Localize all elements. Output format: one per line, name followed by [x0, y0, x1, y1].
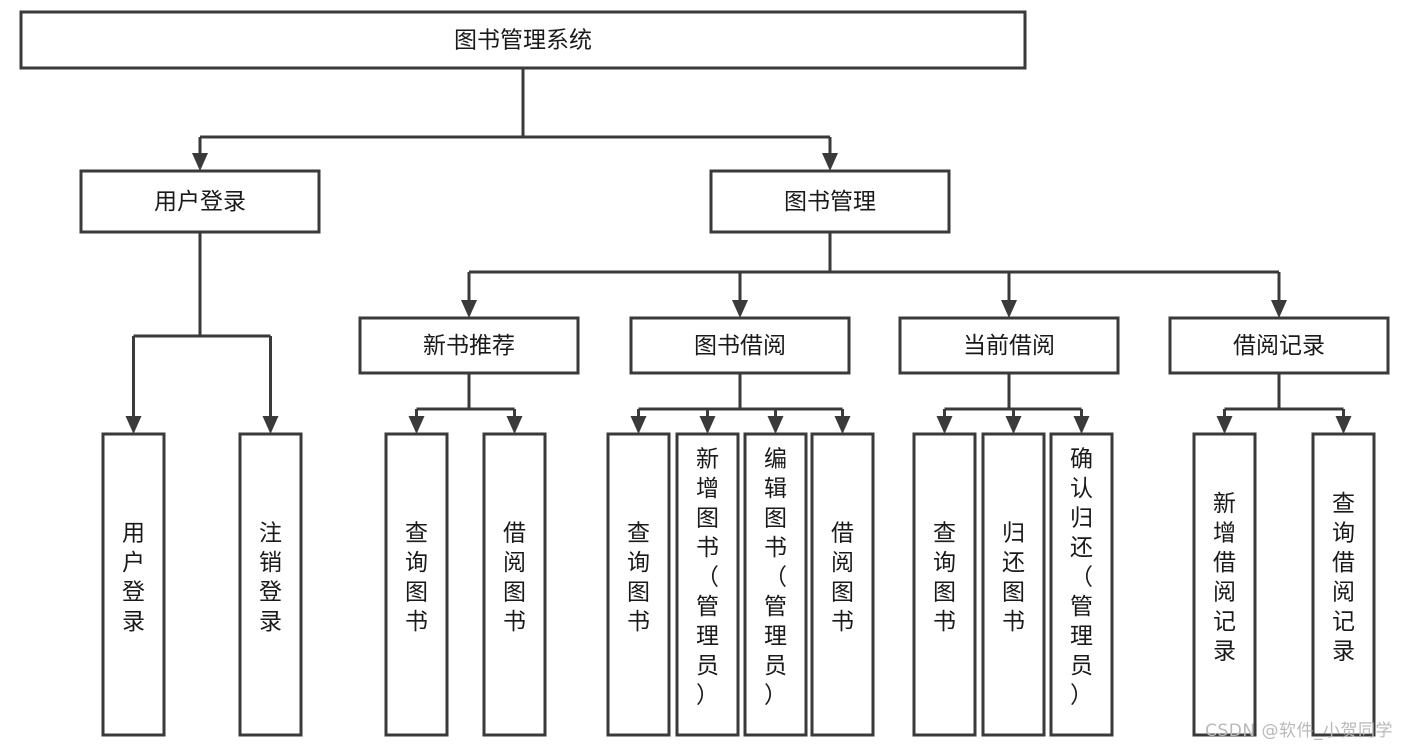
- arrow-head-icon: [1335, 416, 1352, 434]
- node-borrow-book-2[interactable]: 借阅图书: [810, 432, 875, 737]
- arrow-head-icon: [732, 300, 748, 318]
- arrow-head-icon: [1005, 416, 1022, 434]
- node-label-add-borrow-record: 新增借阅记录: [1213, 491, 1236, 665]
- node-box-query-book-3[interactable]: [912, 432, 977, 737]
- node-box-borrow-record[interactable]: [1168, 316, 1390, 375]
- node-user-login-do[interactable]: 用户登录: [101, 432, 166, 737]
- node-label-query-book-2: 查询图书: [627, 520, 650, 635]
- arrow-head-icon: [262, 416, 279, 434]
- node-box-user-login[interactable]: [79, 169, 321, 234]
- node-label-book-manage: 图书管理: [784, 189, 876, 215]
- node-query-book-1[interactable]: 查询图书: [384, 432, 449, 737]
- node-label-return-book: 归还图书: [1002, 520, 1025, 635]
- arrow-head-icon: [1073, 416, 1090, 434]
- node-add-book[interactable]: 新增图书（管理员）: [675, 432, 740, 737]
- arrow-head-icon: [461, 300, 477, 318]
- node-label-current-borrow: 当前借阅: [963, 333, 1055, 359]
- arrow-head-icon: [506, 416, 523, 434]
- arrow-head-icon: [630, 416, 647, 434]
- node-label-edit-book: 编辑图书（管理员）: [764, 447, 787, 709]
- connector-layer: [125, 68, 1352, 434]
- node-user-login[interactable]: 用户登录: [79, 169, 321, 234]
- node-book-borrow[interactable]: 图书借阅: [629, 316, 851, 375]
- node-borrow-book-1[interactable]: 借阅图书: [482, 432, 547, 737]
- arrow-head-icon: [125, 416, 142, 434]
- node-root[interactable]: 图书管理系统: [19, 10, 1027, 70]
- node-layer: 图书管理系统用户登录图书管理用户登录注销登录新书推荐图书借阅当前借阅借阅记录查询…: [19, 10, 1390, 737]
- node-borrow-record[interactable]: 借阅记录: [1168, 316, 1390, 375]
- node-box-book-manage[interactable]: [709, 169, 951, 234]
- node-query-book-3[interactable]: 查询图书: [912, 432, 977, 737]
- node-box-new-book-rec[interactable]: [358, 316, 580, 375]
- arrow-head-icon: [1216, 416, 1233, 434]
- arrow-head-icon: [699, 416, 716, 434]
- node-box-book-borrow[interactable]: [629, 316, 851, 375]
- node-label-borrow-book-2: 借阅图书: [831, 520, 854, 635]
- arrow-head-icon: [834, 416, 851, 434]
- arrow-head-icon: [1001, 300, 1017, 318]
- node-box-borrow-book-2[interactable]: [810, 432, 875, 737]
- node-label-confirm-return: 确认归还（管理员）: [1070, 447, 1093, 709]
- node-label-new-book-rec: 新书推荐: [423, 333, 515, 359]
- node-label-borrow-book-1: 借阅图书: [503, 520, 526, 635]
- node-box-add-book[interactable]: [675, 432, 740, 737]
- node-box-edit-book[interactable]: [743, 432, 808, 737]
- node-label-book-borrow: 图书借阅: [694, 333, 786, 359]
- node-box-add-borrow-record[interactable]: [1192, 432, 1257, 737]
- node-box-query-book-2[interactable]: [606, 432, 671, 737]
- node-label-query-borrow-record: 查询借阅记录: [1332, 491, 1355, 665]
- arrow-head-icon: [936, 416, 953, 434]
- arrow-head-icon: [408, 416, 425, 434]
- node-box-return-book[interactable]: [981, 432, 1046, 737]
- node-label-user-logout: 注销登录: [259, 520, 282, 635]
- node-user-logout[interactable]: 注销登录: [238, 432, 303, 737]
- node-box-query-book-1[interactable]: [384, 432, 449, 737]
- node-box-borrow-book-1[interactable]: [482, 432, 547, 737]
- node-query-borrow-record[interactable]: 查询借阅记录: [1311, 432, 1376, 737]
- node-label-borrow-record: 借阅记录: [1233, 333, 1325, 359]
- node-query-book-2[interactable]: 查询图书: [606, 432, 671, 737]
- node-box-root[interactable]: [19, 10, 1027, 70]
- node-box-confirm-return[interactable]: [1049, 432, 1114, 737]
- node-confirm-return[interactable]: 确认归还（管理员）: [1049, 432, 1114, 737]
- node-edit-book[interactable]: 编辑图书（管理员）: [743, 432, 808, 737]
- node-label-query-book-1: 查询图书: [405, 520, 428, 635]
- arrow-head-icon: [822, 153, 838, 171]
- node-current-borrow[interactable]: 当前借阅: [898, 316, 1120, 375]
- node-label-user-login: 用户登录: [154, 189, 246, 215]
- arrow-head-icon: [1271, 300, 1287, 318]
- node-box-user-logout[interactable]: [238, 432, 303, 737]
- node-label-add-book: 新增图书（管理员）: [696, 447, 719, 709]
- node-label-query-book-3: 查询图书: [933, 520, 956, 635]
- node-book-manage[interactable]: 图书管理: [709, 169, 951, 234]
- node-box-query-borrow-record[interactable]: [1311, 432, 1376, 737]
- node-box-current-borrow[interactable]: [898, 316, 1120, 375]
- arrow-head-icon: [192, 153, 208, 171]
- node-label-user-login-do: 用户登录: [122, 520, 145, 635]
- arrow-head-icon: [767, 416, 784, 434]
- node-label-root: 图书管理系统: [454, 28, 592, 54]
- node-new-book-rec[interactable]: 新书推荐: [358, 316, 580, 375]
- node-return-book[interactable]: 归还图书: [981, 432, 1046, 737]
- node-add-borrow-record[interactable]: 新增借阅记录: [1192, 432, 1257, 737]
- node-box-user-login-do[interactable]: [101, 432, 166, 737]
